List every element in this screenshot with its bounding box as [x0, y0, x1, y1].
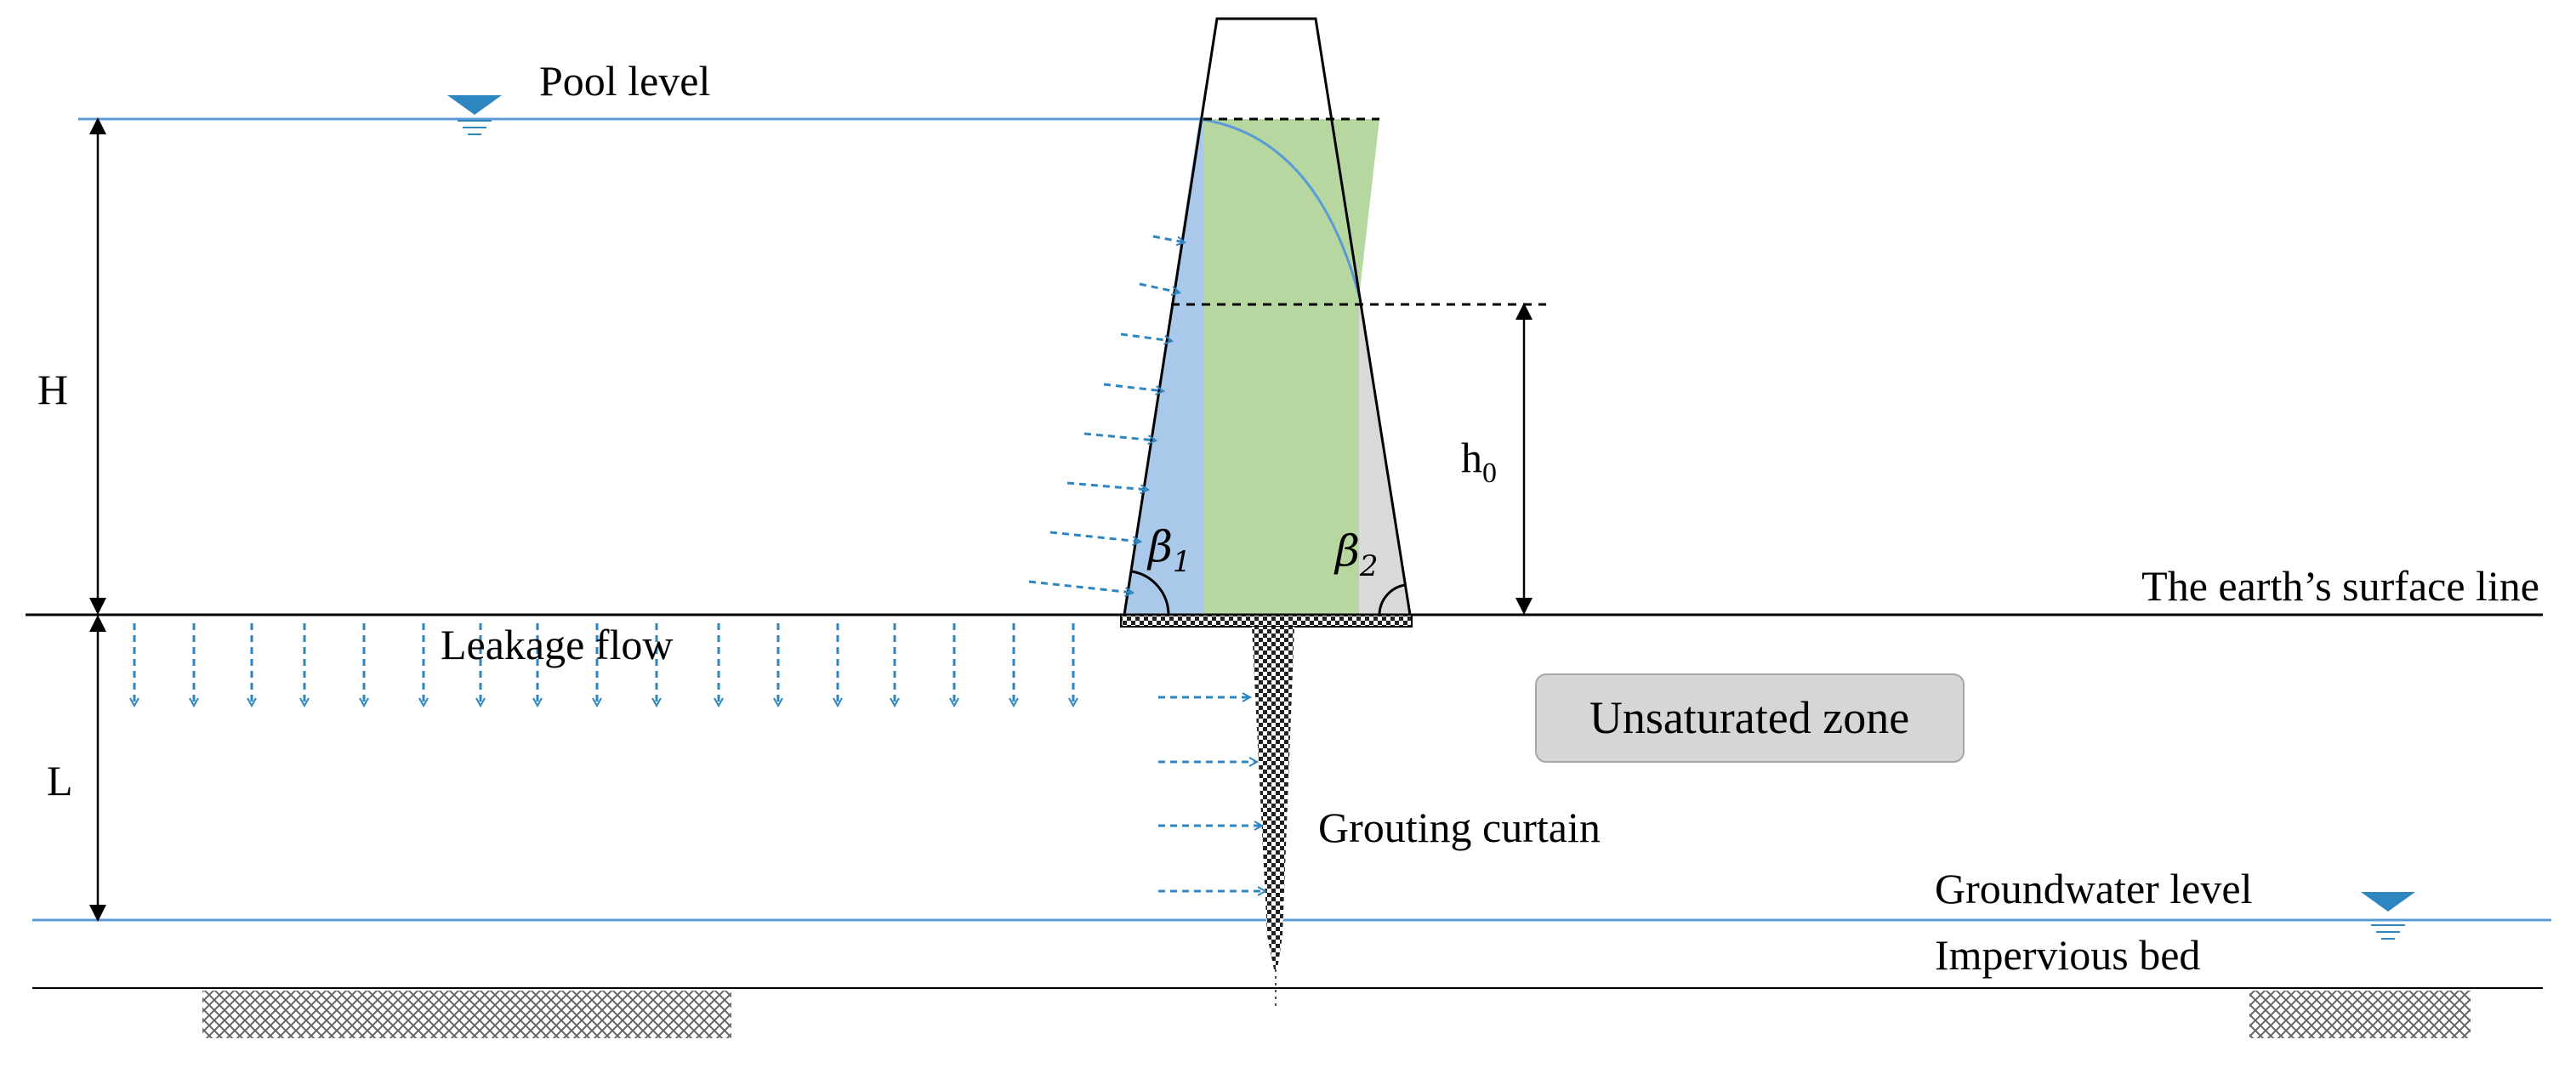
impervious-bed-label: Impervious bed: [1935, 931, 2200, 979]
beta2-arc: [1378, 583, 1406, 616]
face-arrow: [1120, 332, 1172, 341]
upstream-face-seepage-arrows: [1028, 235, 1185, 593]
earth-surface-label: The earth’s surface line: [2141, 562, 2539, 610]
pool-level-water-symbol: [447, 95, 502, 135]
h0-subscript: 0: [1482, 457, 1497, 489]
H-label: H: [37, 366, 68, 413]
h0-main: h: [1461, 434, 1482, 481]
beta2-subscript: 2: [1359, 549, 1379, 583]
unsaturated-zone-box: [1535, 673, 1965, 763]
groundwater-level-water-symbol: [2361, 892, 2415, 940]
face-arrow: [1049, 531, 1140, 542]
leakage-flow-label: Leakage flow: [441, 621, 673, 668]
dam-base: [1120, 614, 1413, 628]
face-arrow: [1028, 580, 1133, 593]
L-label: L: [47, 757, 73, 804]
impervious-bed-hatch-left: [202, 991, 731, 1038]
impervious-bed-hatch-right: [2249, 991, 2471, 1038]
face-arrow: [1066, 481, 1148, 490]
beta2-label: β2: [1333, 526, 1379, 583]
beta1-symbol: β: [1146, 522, 1173, 571]
h0-label: h0: [1461, 434, 1497, 489]
phreatic-line: [1198, 117, 1362, 303]
grouting-curtain: [1252, 627, 1294, 969]
curtain-seepage-arrows: [1158, 697, 1265, 891]
pool-level-label: Pool level: [539, 57, 710, 105]
grouting-curtain-label: Grouting curtain: [1318, 804, 1601, 851]
beta1-label: β1: [1146, 522, 1191, 579]
unsaturated-zone-label: Unsaturated zone: [1589, 692, 1909, 743]
groundwater-level-label: Groundwater level: [1935, 865, 2252, 912]
face-arrow: [1083, 432, 1156, 440]
dam-core-zone: [1203, 119, 1379, 615]
face-arrow: [1152, 235, 1185, 242]
beta2-symbol: β: [1333, 526, 1360, 576]
beta1-subscript: 1: [1173, 545, 1191, 579]
beta1-arc: [1131, 570, 1170, 616]
face-arrow: [1103, 383, 1163, 391]
leakage-flow-arrows: [134, 623, 1073, 706]
